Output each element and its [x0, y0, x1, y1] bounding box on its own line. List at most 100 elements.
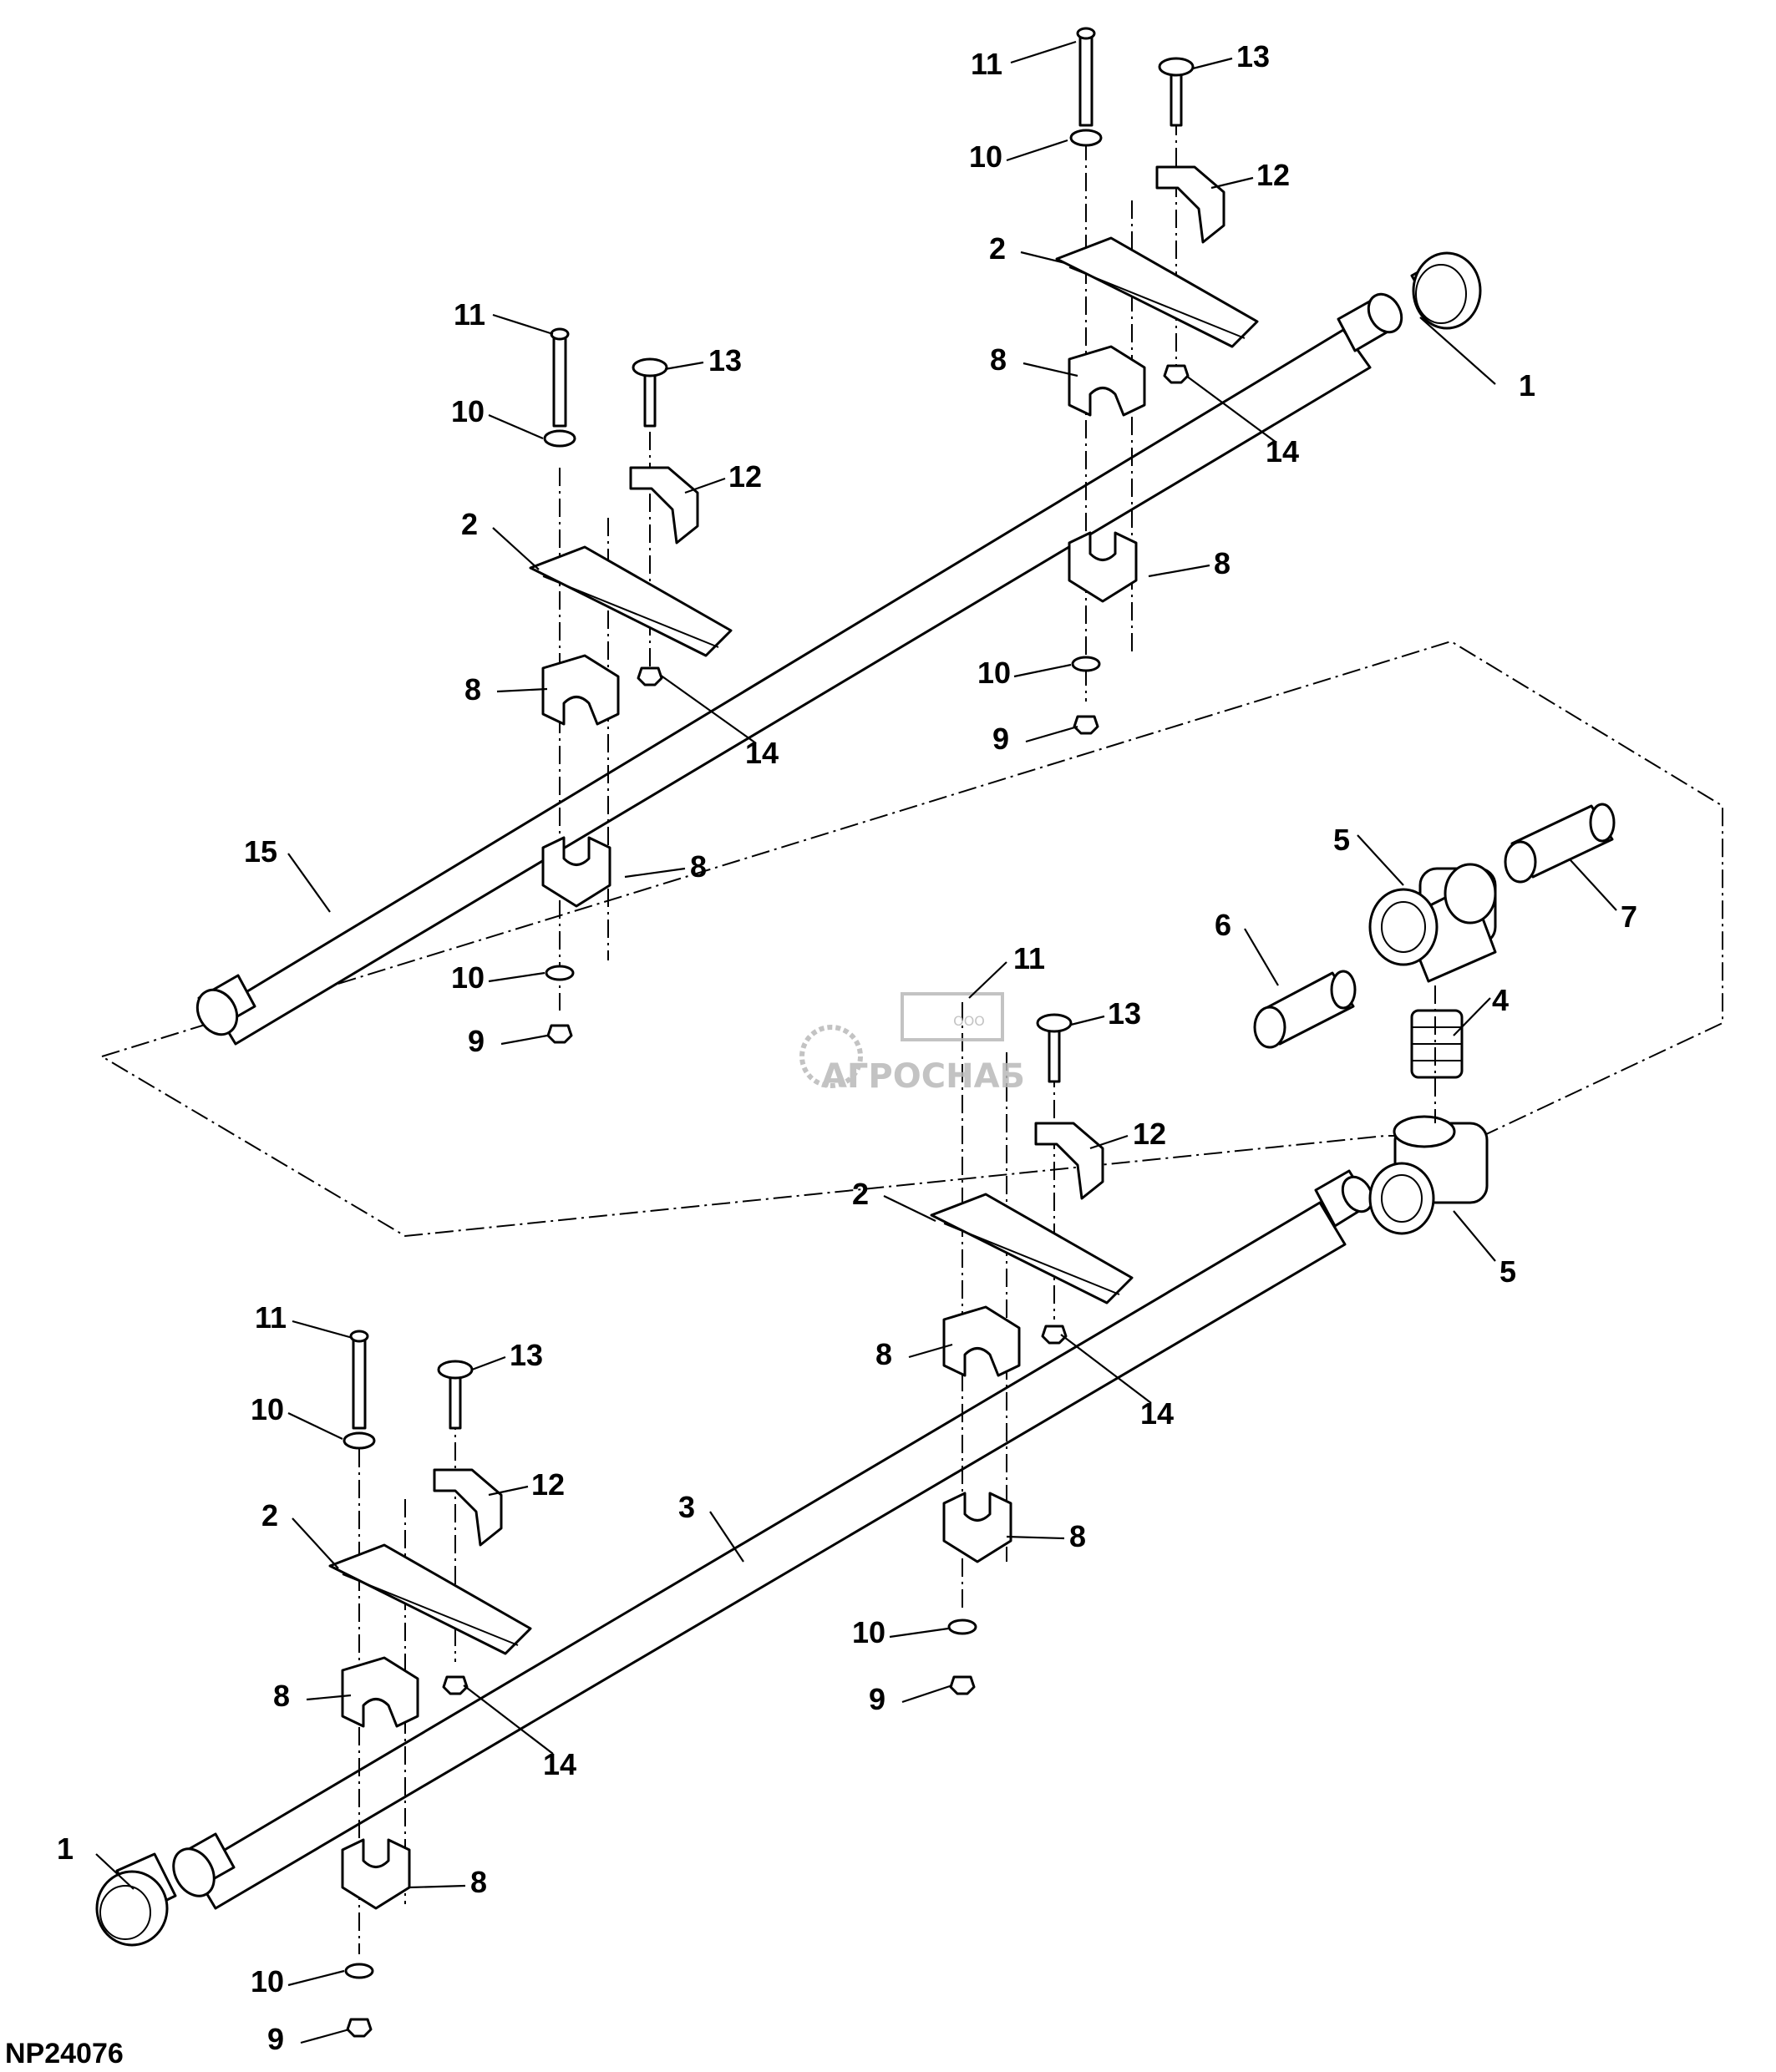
callout-leader-line: [463, 1684, 554, 1755]
callout-10: 10: [451, 960, 485, 995]
callout-leader-line: [488, 971, 545, 983]
tee-fitting-lower: [1368, 1115, 1489, 1235]
callout-leader-line: [1244, 928, 1279, 986]
callout-leader-line: [471, 1355, 506, 1371]
callout-1: 1: [1519, 368, 1535, 403]
callout-leader-line: [1006, 139, 1068, 162]
callout-leader-line: [492, 527, 540, 570]
callout-leader-line: [684, 477, 726, 494]
callout-9: 9: [267, 2022, 284, 2056]
callout-leader-line: [488, 1485, 529, 1497]
callout-5: 5: [1499, 1254, 1516, 1289]
callout-leader-line: [500, 1034, 548, 1046]
callout-leader-line: [883, 1195, 936, 1222]
callout-leader-line: [1013, 663, 1072, 678]
callout-11: 11: [1013, 941, 1045, 975]
callout-12: 12: [531, 1467, 565, 1502]
callout-13: 13: [708, 343, 742, 377]
callout-6: 6: [1215, 908, 1231, 942]
upper-hose-cap: [1410, 251, 1482, 330]
callout-leaders: [95, 40, 1617, 2044]
callout-leader-line: [901, 1684, 953, 1704]
watermark-name: АГРОСНАБ: [821, 1057, 1025, 1096]
callout-8: 8: [464, 672, 481, 707]
callout-10: 10: [969, 139, 1002, 174]
adapter-fitting-6: [1253, 970, 1357, 1049]
assembly-phantom-outline: [101, 640, 1723, 1238]
callout-leader-line: [408, 1884, 466, 1889]
callout-labels: 1 1 2 2 2 2 3 4 5 5 6 7 8 8 8 8 8 8 8 8 …: [57, 39, 1637, 2056]
callout-leader-line: [1070, 1015, 1105, 1026]
callout-13: 13: [510, 1338, 543, 1372]
callout-leader-line: [287, 1969, 345, 1987]
callout-leader-line: [889, 1627, 949, 1639]
callout-13: 13: [1236, 39, 1270, 73]
callout-leader-line: [1453, 997, 1491, 1036]
callout-12: 12: [728, 459, 762, 494]
callout-leader-line: [292, 1517, 339, 1569]
callout-leader-line: [1089, 1134, 1129, 1150]
callout-8: 8: [690, 849, 707, 884]
callout-12: 12: [1256, 158, 1290, 192]
callout-2: 2: [989, 231, 1006, 266]
callout-leader-line: [664, 361, 704, 371]
callout-9: 9: [992, 722, 1009, 756]
callout-leader-line: [1419, 317, 1496, 385]
mount-assembly-lower-right: [930, 1002, 1134, 1695]
callout-10: 10: [451, 394, 485, 428]
callout-leader-line: [287, 1412, 343, 1440]
mount-assembly-upper-left: [529, 327, 733, 1044]
callout-leader-line: [1020, 251, 1066, 265]
callout-15: 15: [244, 834, 277, 869]
lower-boom-tube: [172, 1169, 1374, 1910]
callout-11: 11: [971, 47, 1002, 81]
callout-10: 10: [251, 1964, 284, 1999]
callout-2: 2: [461, 507, 478, 541]
callout-leader-line: [95, 1853, 134, 1890]
callout-leader-line: [488, 413, 544, 440]
callout-11: 11: [255, 1300, 287, 1335]
callout-12: 12: [1133, 1117, 1166, 1151]
callout-7: 7: [1621, 899, 1637, 934]
nipple-fitting-4: [1410, 1009, 1464, 1079]
watermark-subtitle: ООО: [953, 1013, 985, 1029]
callout-8: 8: [273, 1679, 290, 1713]
callout-leader-line: [659, 674, 757, 744]
mount-assembly-lower-left: [328, 1330, 532, 2038]
callout-14: 14: [1140, 1396, 1174, 1431]
callout-leader-line: [287, 853, 331, 913]
callout-8: 8: [990, 342, 1007, 377]
callout-10: 10: [852, 1615, 885, 1649]
callout-8: 8: [1214, 546, 1231, 580]
callout-8: 8: [1069, 1519, 1086, 1553]
callout-2: 2: [852, 1177, 869, 1211]
callout-leader-line: [908, 1343, 953, 1359]
callout-leader-line: [1006, 1535, 1065, 1540]
callout-8: 8: [875, 1337, 892, 1371]
callout-4: 4: [1492, 983, 1509, 1017]
callout-1: 1: [57, 1831, 74, 1866]
callout-leader-line: [1060, 1334, 1152, 1404]
upper-boom-tube: [195, 292, 1403, 1046]
callout-leader-line: [496, 687, 548, 693]
watermark-logo: ООО АГРОСНАБ: [799, 992, 1025, 1096]
callout-leader-line: [300, 2028, 350, 2044]
callout-leader-line: [1210, 176, 1254, 190]
callout-leader-line: [1192, 57, 1233, 70]
callout-leader-line: [1453, 1210, 1496, 1262]
adapter-fitting-7: [1504, 803, 1616, 884]
callout-14: 14: [543, 1747, 576, 1781]
callout-leader-line: [1148, 564, 1210, 578]
callout-leader-line: [1022, 362, 1078, 377]
callout-leader-line: [492, 313, 554, 336]
callout-10: 10: [251, 1392, 284, 1426]
lower-hose-cap: [95, 1852, 177, 1947]
callout-13: 13: [1108, 996, 1141, 1031]
callout-leader-line: [1025, 725, 1078, 743]
callout-leader-line: [292, 1320, 353, 1340]
tee-fitting-upper: [1368, 863, 1497, 983]
callout-leader-line: [1185, 375, 1277, 443]
callout-leader-line: [1010, 40, 1077, 64]
figure-id: NP24076: [5, 2038, 124, 2069]
